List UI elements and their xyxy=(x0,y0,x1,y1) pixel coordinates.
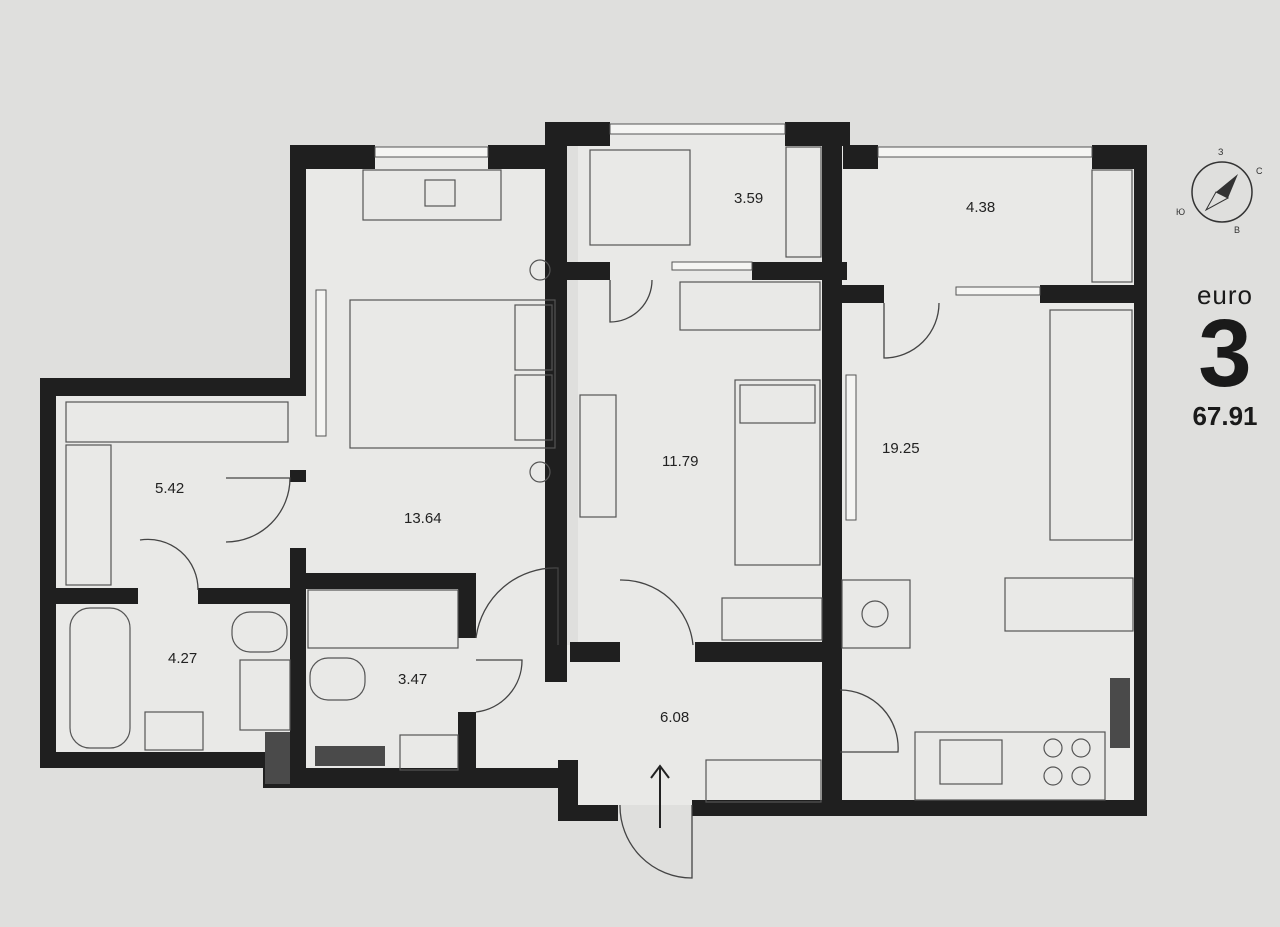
layout-type-label: euro xyxy=(1196,280,1254,310)
compass-north-label: С xyxy=(1256,166,1263,176)
door-swings xyxy=(139,279,940,879)
compass-icon: З С Ю В xyxy=(1176,147,1263,235)
compass-east-label: В xyxy=(1234,225,1240,235)
room-area-bathroom: 4.27 xyxy=(168,650,197,667)
room-area-balcony-2: 4.38 xyxy=(966,199,995,216)
room-area-hallway: 6.08 xyxy=(660,709,689,726)
total-area: 67.91 xyxy=(1192,401,1258,431)
room-area-toilet: 3.47 xyxy=(398,671,427,688)
room-area-wardrobe: 5.42 xyxy=(155,480,184,497)
room-area-children-room: 11.79 xyxy=(662,453,698,470)
furniture-fill xyxy=(265,678,1130,784)
windows xyxy=(315,123,1093,521)
furniture xyxy=(65,146,1134,803)
compass-west-label: З xyxy=(1218,147,1223,157)
room-labels: 3.59 4.38 13.64 11.79 19.25 5.42 4.27 3.… xyxy=(155,190,995,726)
room-area-living-kitchen: 19.25 xyxy=(882,440,920,457)
rooms-count: 3 xyxy=(1198,300,1252,407)
room-area-bedroom: 13.64 xyxy=(404,510,442,527)
entrance-arrow-icon xyxy=(650,764,670,828)
room-area-balcony-1: 3.59 xyxy=(734,190,763,207)
apartment-summary: euro 3 67.91 xyxy=(1180,280,1270,432)
compass-south-label: Ю xyxy=(1176,207,1185,217)
floor-area xyxy=(48,132,1141,805)
walls xyxy=(40,122,1147,821)
